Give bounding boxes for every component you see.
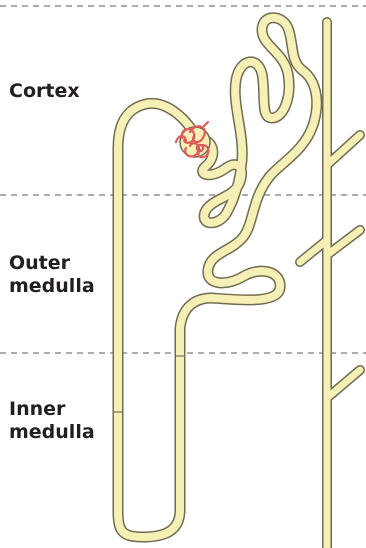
outer-medulla-label-line-2: medulla	[9, 275, 95, 298]
inner-medulla-label-line-1: Inner	[9, 398, 95, 421]
nephron-tubule-icon	[118, 18, 317, 537]
collecting-duct-icon	[300, 22, 360, 548]
inner-medulla-label-line-2: medulla	[9, 421, 95, 444]
inner-medulla-zone-label: Inner medulla	[9, 398, 95, 444]
cortex-zone-label: Cortex	[9, 80, 80, 103]
thin-limb-marks	[114, 356, 184, 412]
outer-medulla-label-line-1: Outer	[9, 252, 95, 275]
zone-boundaries	[0, 6, 366, 353]
cortex-label-line: Cortex	[9, 80, 80, 103]
glomerulus-icon	[176, 122, 210, 157]
outer-medulla-zone-label: Outer medulla	[9, 252, 95, 298]
